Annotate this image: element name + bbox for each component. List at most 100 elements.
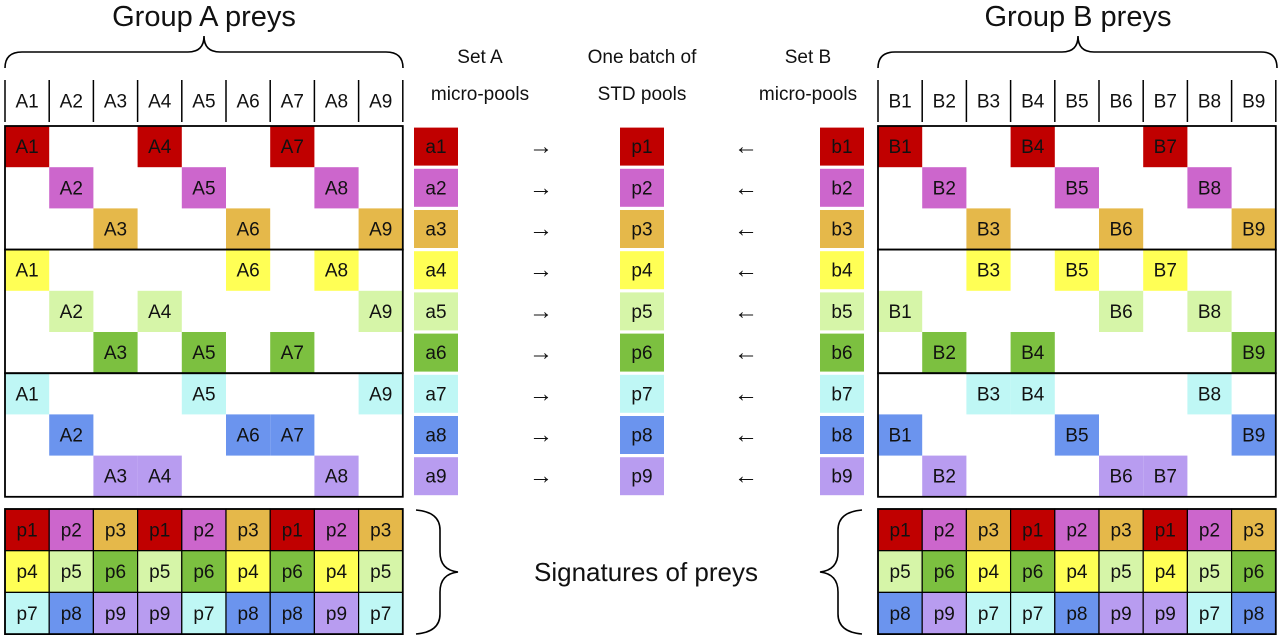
group_a-block-3 bbox=[4, 372, 404, 498]
group_b-cell-b2-row2 bbox=[922, 167, 967, 209]
group_a-cell-label: A2 bbox=[60, 426, 83, 447]
set_a-box-a5 bbox=[414, 292, 458, 331]
std_pools-box-p5 bbox=[620, 292, 664, 331]
group_b-cell-b6-row3 bbox=[1099, 208, 1144, 250]
group_a-signature-label: p9 bbox=[105, 604, 126, 625]
std_pools-label-p5: p5 bbox=[631, 302, 652, 323]
group_a-signature-label: p7 bbox=[17, 604, 38, 625]
arrow-left-icon: ← bbox=[734, 133, 758, 160]
group_b-header-b2: B2 bbox=[933, 92, 956, 113]
group_b-cell-label: B1 bbox=[888, 302, 911, 323]
group_b-header-b5: B5 bbox=[1065, 92, 1088, 113]
group_a-signature-label: p3 bbox=[238, 520, 259, 541]
std_pools-box-p7 bbox=[620, 374, 664, 413]
set_a-label-a9: a9 bbox=[425, 467, 446, 488]
set_b-box-b9 bbox=[820, 457, 864, 496]
set_a-box-a2 bbox=[414, 168, 458, 207]
group_a-cell-a8-row2 bbox=[314, 167, 359, 209]
std_pools-label-p6: p6 bbox=[631, 343, 652, 364]
group_b-cell-label: B4 bbox=[1021, 384, 1045, 405]
group_a-signature-label: p6 bbox=[105, 562, 126, 583]
group_b-cell-label: B2 bbox=[933, 343, 956, 364]
group_b-cell-label: B3 bbox=[977, 261, 1000, 282]
group_b-cell-b6-row9 bbox=[1099, 455, 1144, 497]
group_b-cell-b4-row6 bbox=[1010, 332, 1055, 374]
group_b-signature-label: p7 bbox=[1199, 604, 1220, 625]
group_a-cell-label: A6 bbox=[236, 220, 259, 241]
group_b-cell-label: B9 bbox=[1242, 343, 1265, 364]
set_a-box-a8 bbox=[414, 416, 458, 454]
group_b-cell-b9-row3 bbox=[1231, 208, 1276, 250]
group_a-cell-a1-row1 bbox=[5, 126, 50, 168]
group_a-cell-label: A1 bbox=[15, 261, 38, 282]
group_a-signature-label: p4 bbox=[17, 562, 39, 583]
group_b-header-b6: B6 bbox=[1109, 92, 1132, 113]
signatures-label: Signatures of preys bbox=[534, 557, 758, 587]
group_a-cell-label: A2 bbox=[60, 302, 83, 323]
group_b-cell-b3-row4 bbox=[966, 249, 1011, 291]
pooling-columns: a1a2a3a4a5a6a7a8a9p1p2p3p4p5p6p7p8p9b1b2… bbox=[414, 127, 864, 496]
group_b-cell-b9-row6 bbox=[1231, 332, 1276, 374]
group_a-cell-label: A7 bbox=[281, 426, 304, 447]
arrow-left-icon: ← bbox=[734, 339, 758, 366]
group_b-signature-label: p2 bbox=[934, 520, 955, 541]
set_b-box-b3 bbox=[820, 210, 864, 248]
group_b-cell-b8-row5 bbox=[1187, 290, 1232, 332]
group_b-header-b8: B8 bbox=[1198, 92, 1221, 113]
group_a-signature-label: p1 bbox=[17, 520, 38, 541]
group_b-signature-label: p1 bbox=[890, 520, 911, 541]
group_a-cell-label: A5 bbox=[192, 384, 215, 405]
set_a-label-a2: a2 bbox=[425, 178, 446, 199]
group_b-signature-label: p1 bbox=[1022, 520, 1043, 541]
group_b-signature-cell bbox=[1186, 591, 1233, 635]
group_b-signature-label: p3 bbox=[1111, 520, 1132, 541]
group_b-header-b3: B3 bbox=[977, 92, 1000, 113]
group_b-signature-label: p6 bbox=[934, 562, 955, 583]
arrow-right-icon: → bbox=[529, 380, 553, 407]
group_a-cell-label: A4 bbox=[148, 467, 172, 488]
group_a-cell-a3-row9 bbox=[93, 455, 138, 497]
group_a-cell-label: A5 bbox=[192, 343, 215, 364]
group_b-cell-label: B6 bbox=[1109, 220, 1132, 241]
set_b-label-b3: b3 bbox=[831, 220, 852, 241]
group_a-cell-label: A9 bbox=[369, 302, 392, 323]
set_a-box-a9 bbox=[414, 457, 458, 496]
group_b-signature-label: p7 bbox=[978, 604, 999, 625]
set_b-label-b5: b5 bbox=[831, 302, 852, 323]
arrow-right-icon: → bbox=[529, 298, 553, 325]
group_b-signature-cell bbox=[1142, 508, 1188, 552]
group_a-cell-label: A6 bbox=[236, 261, 259, 282]
group_b-cell-b1-row1 bbox=[878, 126, 923, 168]
group_b-signature-label: p5 bbox=[1199, 562, 1220, 583]
group_a-cell-a7-row1 bbox=[270, 126, 315, 168]
group_a-cell-a6-row3 bbox=[226, 208, 271, 250]
group_b-header-b4: B4 bbox=[1021, 92, 1045, 113]
group_b-cell-b5-row8 bbox=[1054, 414, 1099, 456]
std_pools-label-p7: p7 bbox=[631, 384, 652, 405]
group_b-cell-label: B3 bbox=[977, 384, 1000, 405]
set_a-label-a4: a4 bbox=[425, 261, 447, 282]
std_pools-label-p2: p2 bbox=[631, 178, 652, 199]
group_b-cell-label: B8 bbox=[1198, 302, 1221, 323]
group_a-cell-a3-row3 bbox=[93, 208, 138, 250]
group_b-signature-label: p2 bbox=[1199, 520, 1220, 541]
group_b-cell-b3-row3 bbox=[966, 208, 1011, 250]
group_a-signature-cell bbox=[225, 508, 271, 552]
std_pools-label-p8: p8 bbox=[631, 426, 652, 447]
group_b-cell-label: B5 bbox=[1065, 178, 1088, 199]
group_b-cell-b8-row7 bbox=[1187, 373, 1232, 415]
set_a-label-a7: a7 bbox=[425, 384, 446, 405]
signature-brace-right bbox=[819, 509, 863, 635]
signature-brace-left bbox=[415, 509, 459, 635]
group_a-signature-label: p9 bbox=[149, 604, 170, 625]
arrow-right-icon: → bbox=[529, 257, 553, 284]
group_a-header-a7: A7 bbox=[281, 92, 304, 113]
group_b-signature-label: p4 bbox=[1155, 562, 1177, 583]
group_b-signature-label: p5 bbox=[890, 562, 911, 583]
group_b-signature-cell bbox=[1142, 591, 1188, 635]
group_b-signature-cell bbox=[1230, 508, 1277, 552]
group_a-signature-border bbox=[4, 508, 404, 635]
